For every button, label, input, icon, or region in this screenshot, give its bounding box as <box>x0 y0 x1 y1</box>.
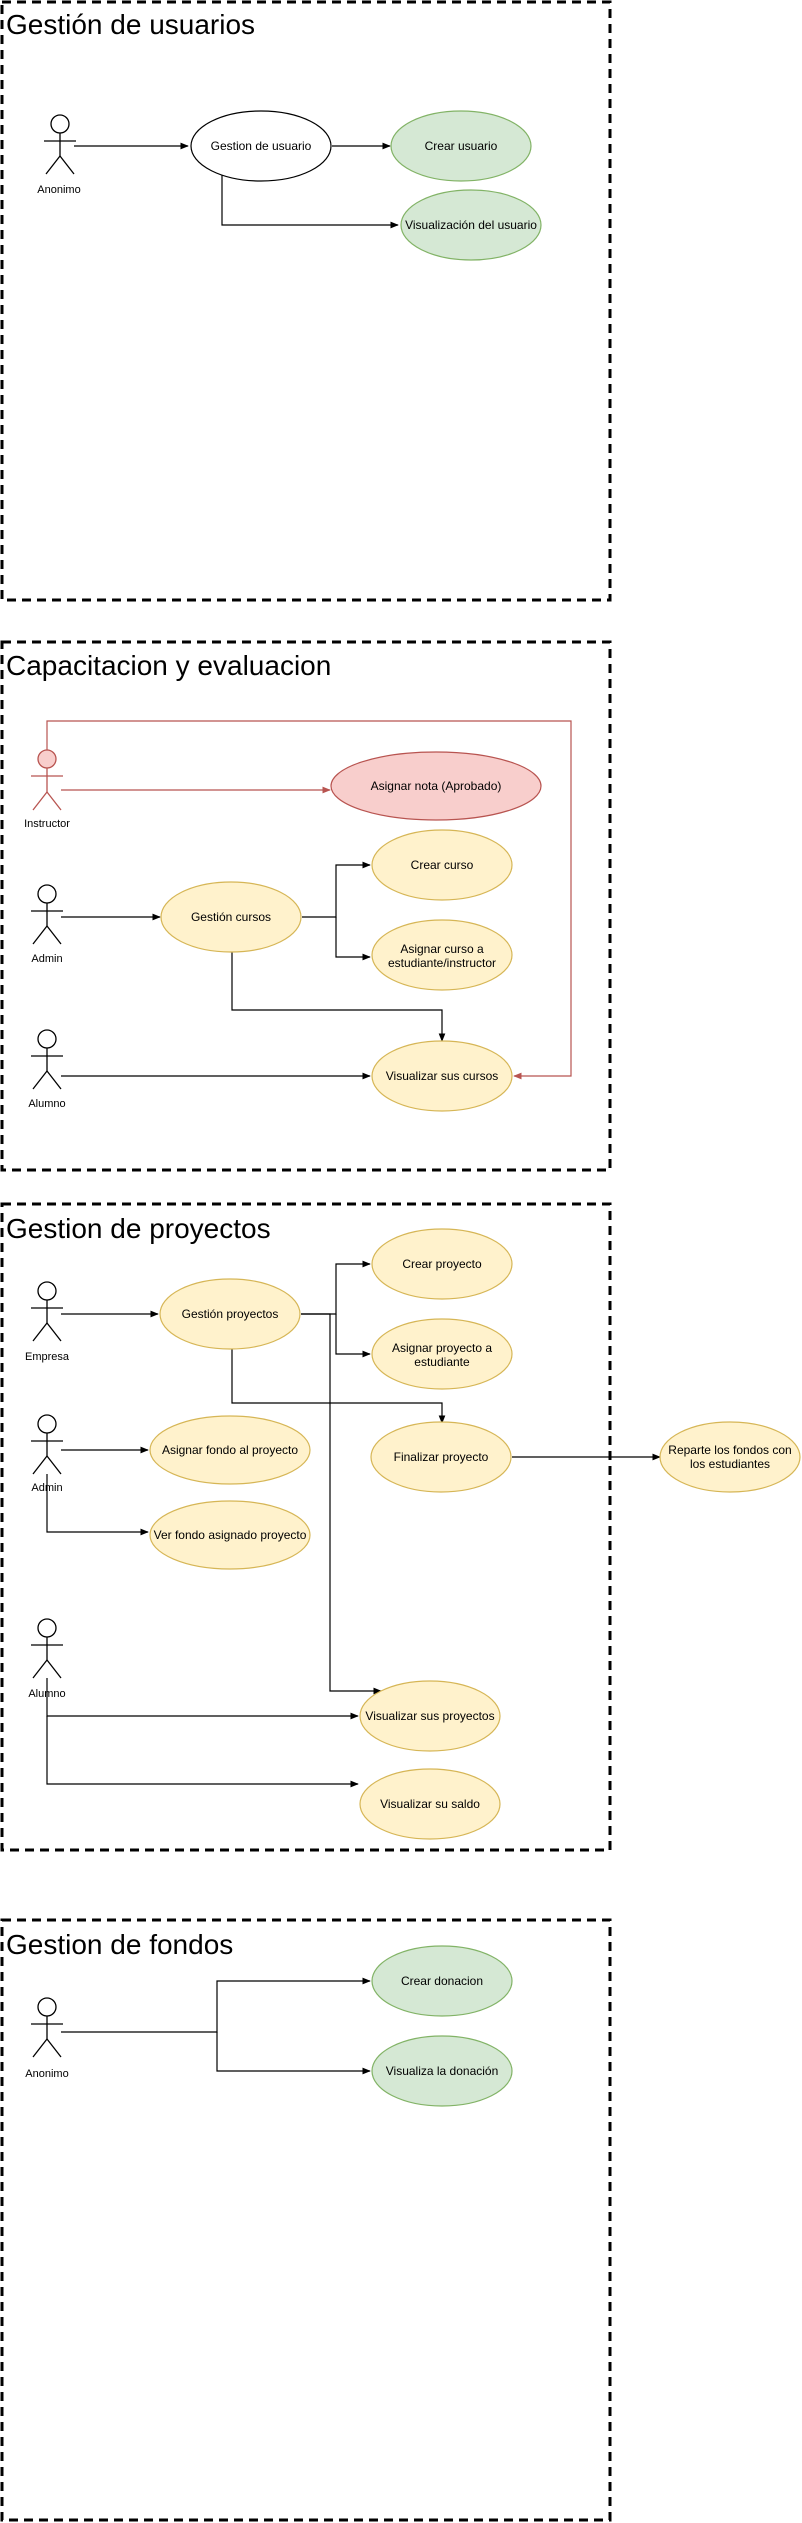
usecase-asignar-curso[interactable]: Asignar curso a estudiante/instructor <box>371 919 513 991</box>
usecase-crear-usuario[interactable]: Crear usuario <box>390 110 532 182</box>
section-title-fondos: Gestion de fondos <box>6 1929 233 1960</box>
usecase-label: Ver fondo asignado proyecto <box>154 1528 307 1542</box>
edge-instructor-visualizar-cursos <box>46 720 572 1080</box>
usecase-label-line1: Asignar curso a <box>400 942 484 956</box>
edge-gestion-visualizar-cursos <box>231 952 446 1042</box>
usecase-label: Crear curso <box>411 858 474 872</box>
actor-admin-capacitacion <box>31 884 63 945</box>
section-title-capacitacion: Capacitacion y evaluacion <box>6 650 331 681</box>
usecase-label: Finalizar proyecto <box>394 1450 489 1464</box>
usecase-finalizar-proyecto[interactable]: Finalizar proyecto <box>370 1421 512 1493</box>
usecase-label: Crear donacion <box>401 1974 483 1988</box>
edge-gestion-crear-curso <box>302 861 371 918</box>
usecase-label-line1: Asignar proyecto a <box>392 1341 492 1355</box>
section-capacitacion-evaluacion: Capacitacion y evaluacion Instructor Adm… <box>0 640 612 1172</box>
usecase-gestion-proyectos[interactable]: Gestión proyectos <box>159 1278 301 1350</box>
usecase-asignar-nota[interactable]: Asignar nota (Aprobado) <box>330 751 542 821</box>
usecase-label: Visualización del usuario <box>405 218 537 232</box>
usecase-crear-donacion[interactable]: Crear donacion <box>371 1945 513 2017</box>
usecase-visualizacion-usuario[interactable]: Visualización del usuario <box>400 189 542 261</box>
section-title-usuarios: Gestión de usuarios <box>6 9 255 40</box>
usecase-label: Crear usuario <box>425 139 498 153</box>
usecase-visualizar-proyectos[interactable]: Visualizar sus proyectos <box>359 1680 501 1752</box>
frame-gestion-usuarios <box>0 0 612 602</box>
actor-admin-proyectos <box>31 1414 63 1475</box>
actor-alumno-capacitacion <box>31 1029 63 1090</box>
usecase-label-line1: Reparte los fondos con <box>668 1443 791 1457</box>
edge-gestion-asignar-curso <box>335 917 371 961</box>
actor-alumno-proyectos <box>31 1618 63 1679</box>
actor-label-anonimo-usuarios: Anonimo <box>37 184 80 196</box>
usecase-label: Crear proyecto <box>402 1257 482 1271</box>
usecase-gestion-usuario[interactable]: Gestion de usuario <box>190 110 332 182</box>
edge-gestion-finalizar-proyecto <box>231 1349 446 1424</box>
edge-gestion-visualizacion-usuario <box>221 174 399 229</box>
usecase-visualizar-cursos[interactable]: Visualizar sus cursos <box>371 1040 513 1112</box>
usecase-label: Visualizar su saldo <box>380 1797 480 1811</box>
usecase-label-line2: estudiante/instructor <box>388 956 496 970</box>
edge-alumno-visualizar-saldo <box>46 1716 359 1788</box>
usecase-label: Gestion de usuario <box>211 139 312 153</box>
usecase-asignar-proyecto[interactable]: Asignar proyecto a estudiante <box>371 1318 513 1390</box>
edge-gestion-crear-proyecto <box>301 1260 371 1315</box>
usecase-ver-fondo[interactable]: Ver fondo asignado proyecto <box>149 1500 311 1570</box>
frame-capacitacion <box>0 640 612 1172</box>
actor-label-instructor: Instructor <box>24 818 70 830</box>
edge-gestion-asignar-proyecto <box>335 1314 371 1358</box>
actor-anonimo-fondos <box>31 1997 63 2058</box>
actor-empresa <box>31 1281 63 1342</box>
actor-label-admin-capacitacion: Admin <box>31 953 62 965</box>
usecase-crear-curso[interactable]: Crear curso <box>371 829 513 901</box>
usecase-label: Visualiza la donación <box>386 2064 499 2078</box>
edge-alumno-visualizar-proyectos <box>46 1678 359 1720</box>
usecase-label-line2: los estudiantes <box>690 1457 770 1471</box>
usecase-crear-proyecto[interactable]: Crear proyecto <box>371 1228 513 1300</box>
usecase-label: Visualizar sus cursos <box>386 1069 499 1083</box>
usecase-label: Asignar fondo al proyecto <box>162 1443 298 1457</box>
usecase-visualizar-saldo[interactable]: Visualizar su saldo <box>359 1768 501 1840</box>
edge-admin-ver-fondo <box>46 1474 149 1536</box>
actor-anonimo-usuarios <box>44 114 76 175</box>
usecase-label: Gestión cursos <box>191 910 271 924</box>
usecase-reparte-fondos[interactable]: Reparte los fondos con los estudiantes <box>659 1421 801 1493</box>
edge-anonimo-visualiza-donacion <box>216 2032 371 2075</box>
usecase-label: Asignar nota (Aprobado) <box>371 779 502 793</box>
usecase-gestion-cursos[interactable]: Gestión cursos <box>160 881 302 953</box>
edge-anonimo-crear-donacion <box>61 1977 371 2033</box>
actor-label-empresa: Empresa <box>25 1351 70 1363</box>
usecase-label-line2: estudiante <box>414 1355 470 1369</box>
frame-fondos <box>0 1918 612 2522</box>
usecase-visualiza-donacion[interactable]: Visualiza la donación <box>371 2035 513 2107</box>
section-gestion-usuarios: Gestión de usuarios Anonimo Gestion de u… <box>0 0 612 602</box>
edge-gestion-visualizar-proyectos <box>301 1313 382 1695</box>
section-gestion-fondos: Gestion de fondos Anonimo Crear donacion… <box>0 1918 612 2522</box>
usecase-asignar-fondo[interactable]: Asignar fondo al proyecto <box>149 1415 311 1485</box>
usecase-label: Gestión proyectos <box>182 1307 279 1321</box>
section-gestion-proyectos: Gestion de proyectos Empresa Admin <box>0 1202 801 1852</box>
actor-label-anonimo-fondos: Anonimo <box>25 2068 68 2080</box>
usecase-label: Visualizar sus proyectos <box>365 1709 494 1723</box>
section-title-proyectos: Gestion de proyectos <box>6 1213 271 1244</box>
actor-label-alumno-capacitacion: Alumno <box>28 1098 65 1110</box>
actor-instructor <box>31 749 63 811</box>
frame-proyectos <box>0 1202 612 1852</box>
